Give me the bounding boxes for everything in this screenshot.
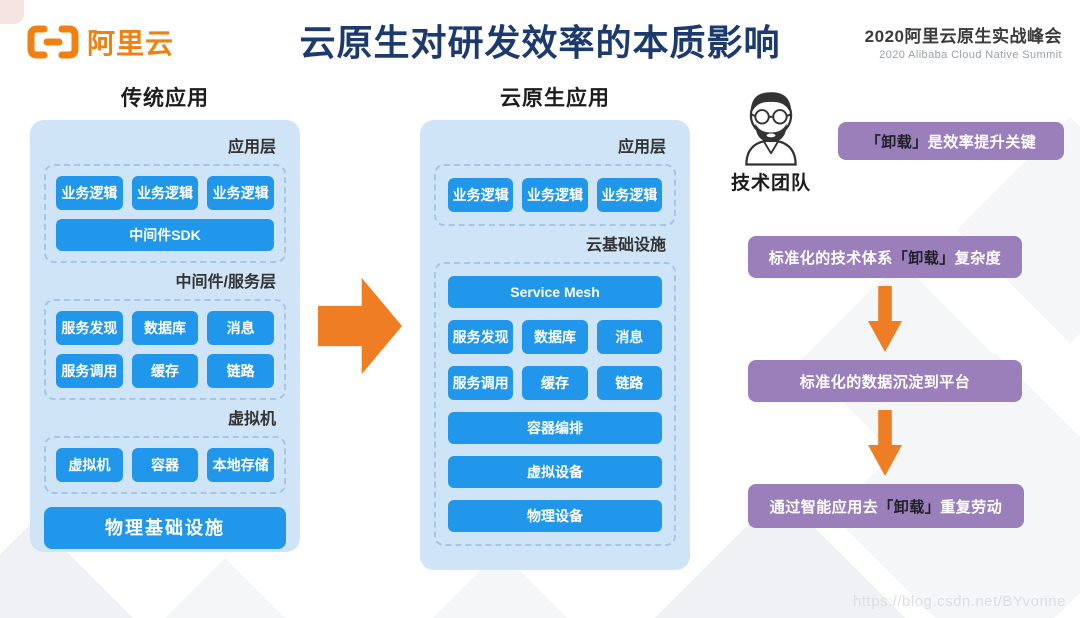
tracing-box: 链路	[596, 366, 662, 400]
callout-highlight: 「卸载」	[865, 133, 928, 151]
flow-pre: 标准化的数据沉淀到平台	[799, 373, 971, 391]
cache-box: 缓存	[131, 354, 199, 388]
service-mesh-box: Service Mesh	[448, 276, 662, 308]
layer-label-cloud-infra: 云基础设施	[585, 237, 666, 254]
watermark: https://blog.csdn.net/BYvonne	[853, 593, 1066, 610]
business-logic-box: 业务逻辑	[596, 178, 662, 212]
cloud-native-app-heading: 云原生应用	[500, 87, 610, 110]
logo-text: 阿里云	[87, 28, 175, 59]
traditional-app-heading: 传统应用	[121, 87, 209, 110]
background-shape	[133, 558, 317, 618]
alibaba-cloud-bracket-icon	[27, 25, 79, 59]
flow-post: 重复劳动	[940, 498, 1003, 516]
business-logic-box: 业务逻辑	[448, 178, 514, 212]
layer-label-application: 应用层	[227, 139, 276, 156]
corner-decoration	[0, 0, 24, 24]
message-box: 消息	[596, 320, 662, 354]
vm-layer-group: 虚拟机 容器 本地存储	[44, 436, 286, 494]
summit-badge: 2020阿里云原生实战峰会 2020 Alibaba Cloud Native …	[865, 22, 1062, 61]
cloud-infra-layer-group: Service Mesh 服务发现 数据库 消息 服务调用 缓存 链路 容器编排…	[434, 262, 676, 546]
local-storage-box: 本地存储	[207, 448, 275, 482]
button-row: 服务发现 数据库 消息	[56, 311, 275, 345]
flow-box-intelligent-app: 通过智能应用去「卸载」重复劳动	[748, 484, 1024, 528]
database-box: 数据库	[522, 320, 588, 354]
flow-pre: 标准化的技术体系	[768, 249, 893, 267]
button-row: 服务发现 数据库 消息	[448, 320, 662, 354]
flow-pre: 通过智能应用去	[769, 498, 879, 516]
button-row: 服务调用 缓存 链路	[56, 354, 275, 388]
container-orchestration-box: 容器编排	[448, 412, 662, 444]
container-box: 容器	[131, 448, 199, 482]
button-row: 服务调用 缓存 链路	[448, 366, 662, 400]
cache-box: 缓存	[522, 366, 588, 400]
tech-team-avatar	[745, 92, 797, 166]
offload-callout-box: 「卸载」是效率提升关键	[838, 122, 1064, 160]
physical-device-box: 物理设备	[448, 500, 662, 532]
application-layer-group: 业务逻辑 业务逻辑 业务逻辑	[434, 164, 676, 226]
database-box: 数据库	[131, 311, 199, 345]
summit-title-cn: 2020阿里云原生实战峰会	[864, 27, 1062, 46]
service-invoke-box: 服务调用	[56, 354, 123, 388]
callout-post: 是效率提升关键	[927, 133, 1037, 151]
virtual-device-box: 虚拟设备	[448, 456, 662, 488]
message-box: 消息	[207, 311, 275, 345]
tech-team-label: 技术团队	[730, 173, 811, 194]
business-logic-box: 业务逻辑	[522, 178, 588, 212]
middleware-sdk-box: 中间件SDK	[56, 219, 274, 251]
layer-label-vm: 虚拟机	[227, 411, 276, 428]
transform-arrow-icon	[318, 277, 402, 375]
traditional-app-panel: 应用层 业务逻辑 业务逻辑 业务逻辑 中间件SDK 中间件/服务层 服务发现 数…	[30, 120, 300, 552]
cloud-native-app-panel: 应用层 业务逻辑 业务逻辑 业务逻辑 云基础设施 Service Mesh 服务…	[420, 120, 690, 570]
tracing-box: 链路	[207, 354, 275, 388]
summit-subtitle-en: 2020 Alibaba Cloud Native Summit	[879, 49, 1062, 61]
business-logic-box: 业务逻辑	[207, 176, 275, 210]
layer-label-application: 应用层	[617, 139, 666, 156]
virtual-machine-box: 虚拟机	[56, 448, 123, 482]
service-invoke-box: 服务调用	[448, 366, 514, 400]
physical-infrastructure-box: 物理基础设施	[44, 507, 286, 549]
layer-label-middleware: 中间件/服务层	[175, 274, 276, 291]
flow-box-standardized-data: 标准化的数据沉淀到平台	[748, 360, 1022, 402]
application-layer-group: 业务逻辑 业务逻辑 业务逻辑 中间件SDK	[44, 164, 286, 263]
flow-post: 复杂度	[954, 249, 1002, 267]
service-discovery-box: 服务发现	[448, 320, 514, 354]
button-row: 业务逻辑 业务逻辑 业务逻辑	[56, 176, 275, 210]
business-logic-box: 业务逻辑	[56, 176, 123, 210]
service-discovery-box: 服务发现	[56, 311, 123, 345]
business-logic-box: 业务逻辑	[131, 176, 199, 210]
flow-highlight: 「卸载」	[878, 498, 941, 516]
middleware-layer-group: 服务发现 数据库 消息 服务调用 缓存 链路	[44, 299, 286, 400]
button-row: 虚拟机 容器 本地存储	[56, 448, 275, 482]
flow-highlight: 「卸载」	[892, 249, 955, 267]
alibaba-cloud-logo: 阿里云	[26, 22, 174, 62]
button-row: 业务逻辑 业务逻辑 业务逻辑	[448, 178, 662, 212]
flow-box-standardized-tech: 标准化的技术体系「卸载」复杂度	[748, 236, 1022, 278]
page-title: 云原生对研发效率的本质影响	[299, 22, 781, 63]
